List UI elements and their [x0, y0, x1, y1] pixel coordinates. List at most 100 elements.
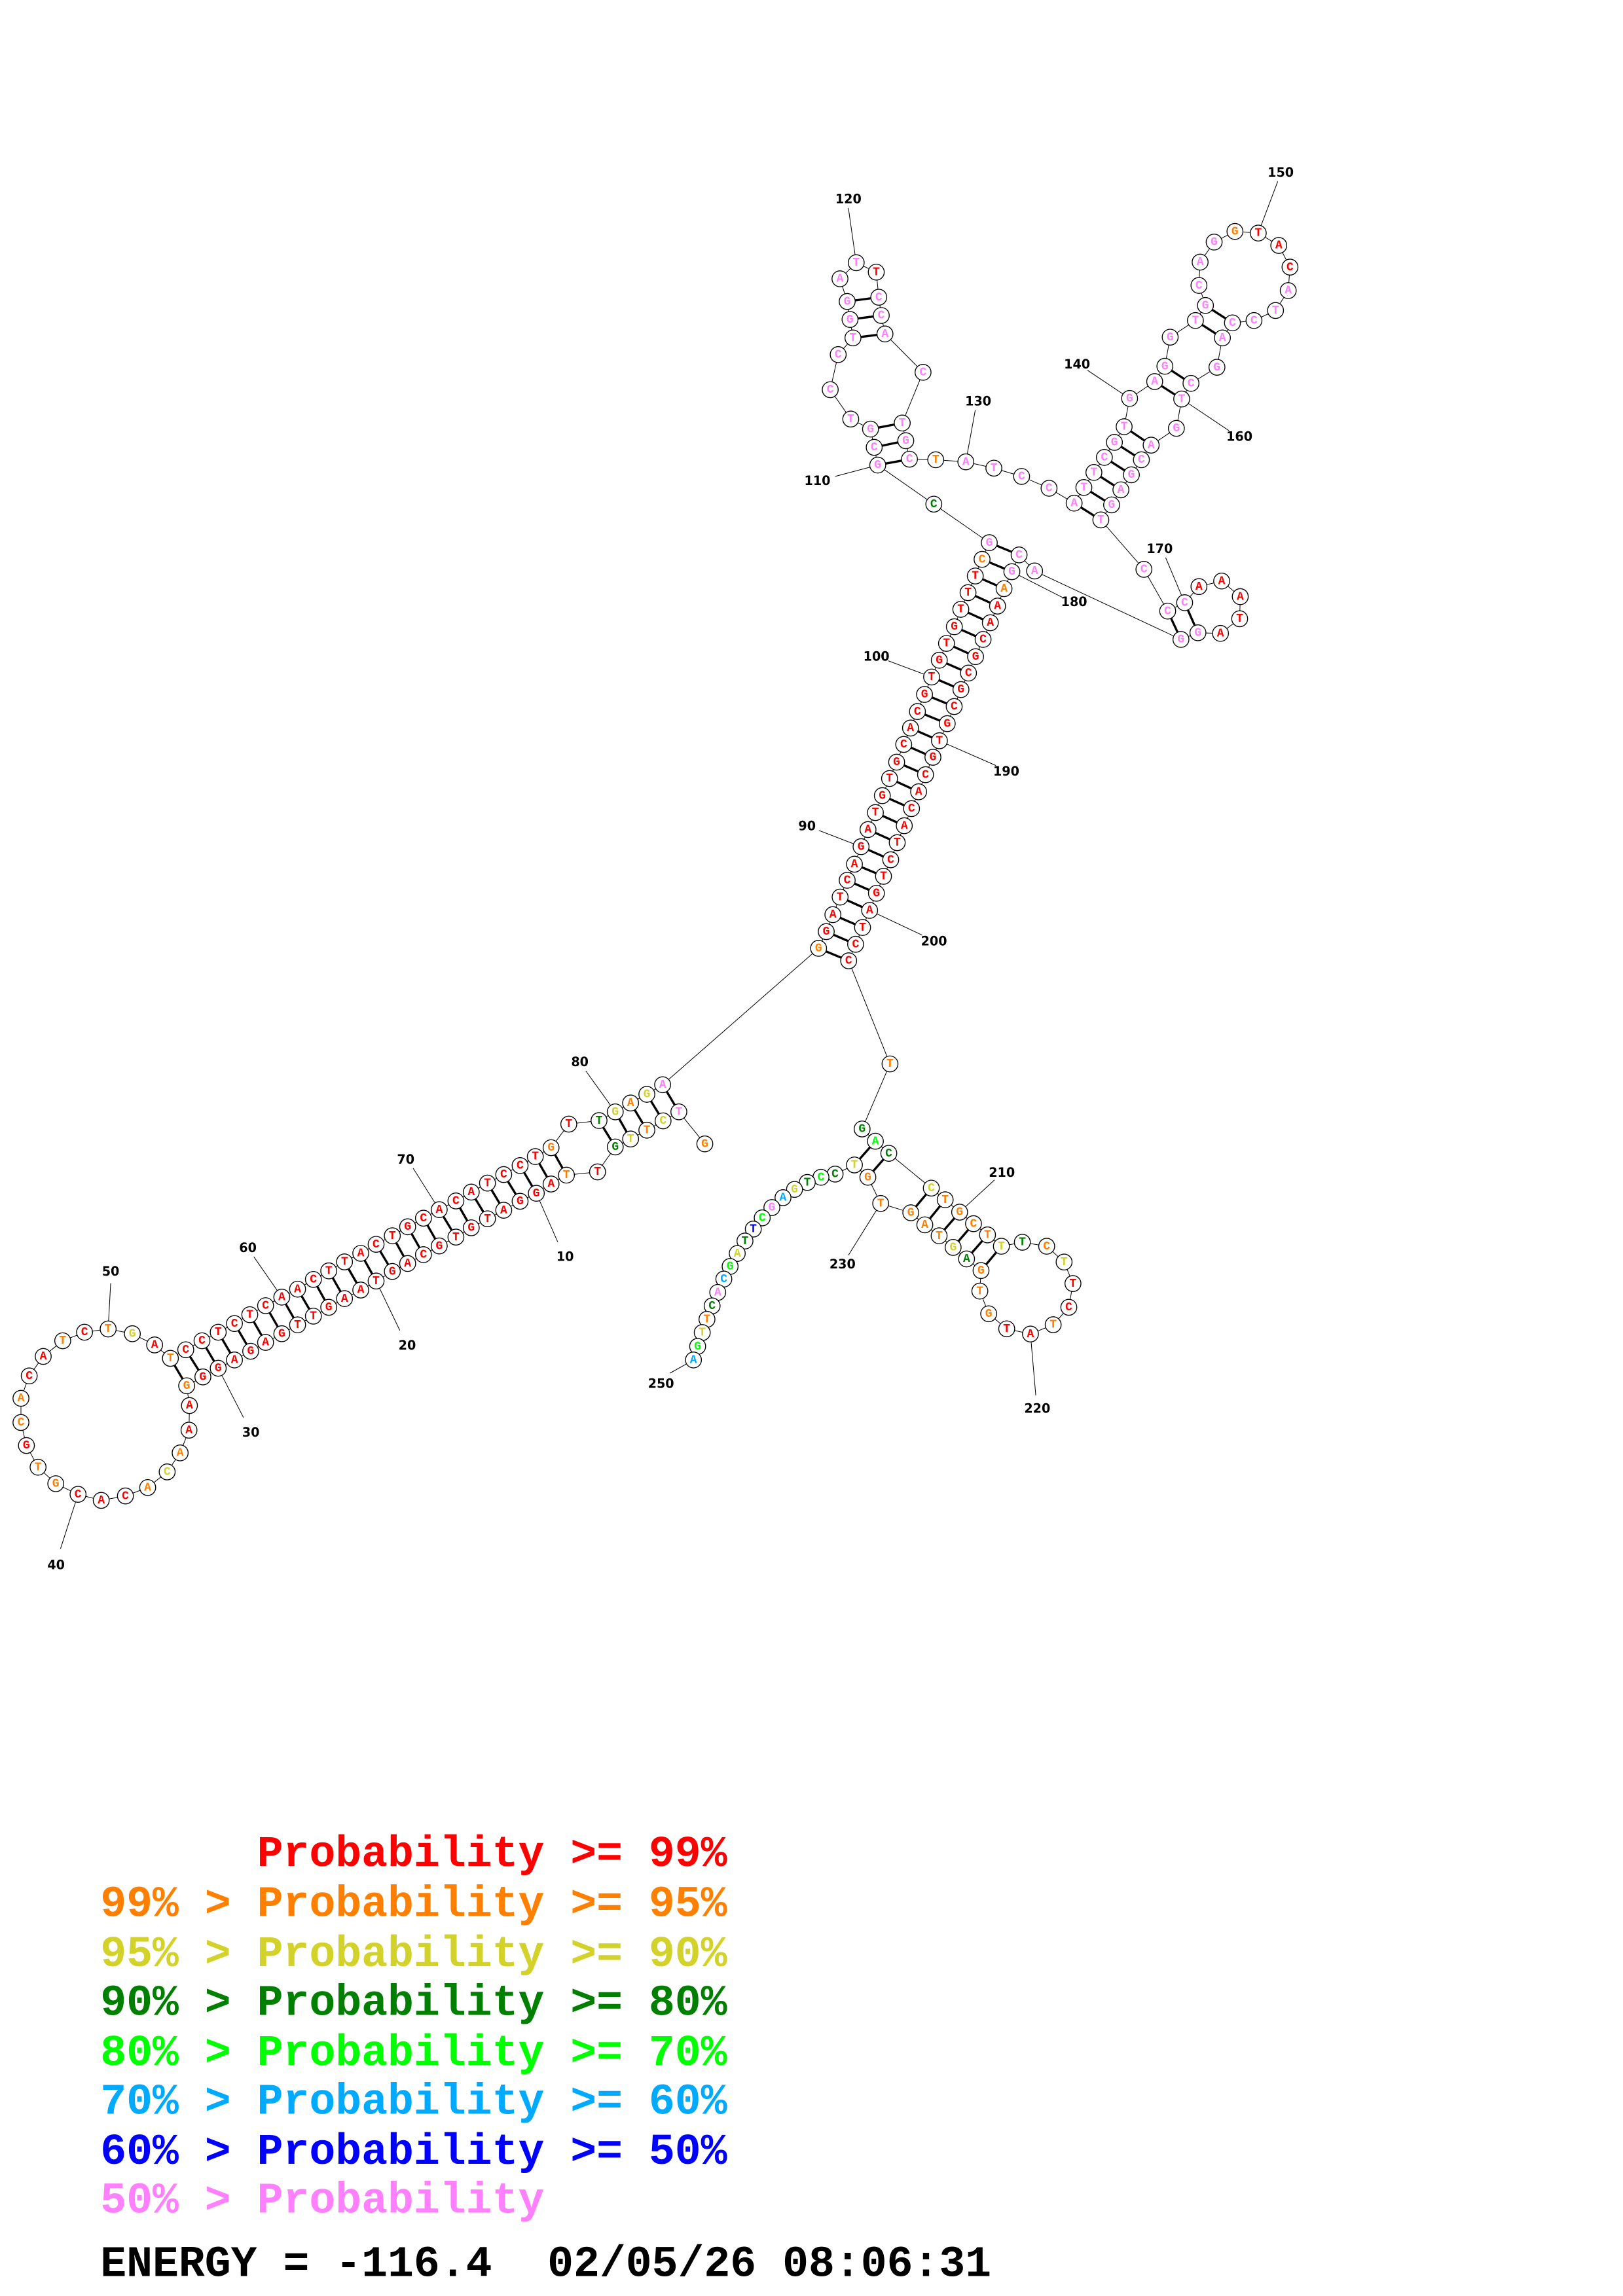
nucleotide: A — [910, 783, 927, 800]
position-label: 80 — [571, 1054, 589, 1069]
nucleotide-letter: C — [852, 938, 859, 951]
nucleotide-circle — [1146, 373, 1163, 390]
base-pair-line — [1201, 323, 1216, 335]
nucleotide-circle — [226, 1315, 243, 1333]
nucleotide-circle — [754, 1209, 771, 1227]
nucleotide: G — [952, 681, 970, 698]
nucleotide: C — [226, 1315, 243, 1333]
nucleotide: C — [414, 1246, 432, 1263]
nucleotide-letter: A — [185, 1424, 192, 1437]
base-pair-line — [331, 1277, 342, 1293]
nucleotide: T — [589, 1163, 606, 1181]
nucleotide: C — [880, 1145, 898, 1162]
position-label-line — [835, 467, 871, 477]
nucleotide-circle — [888, 834, 906, 852]
nucleotide: A — [336, 1290, 354, 1307]
base-pair-line — [839, 916, 856, 925]
nucleotide-circle — [867, 263, 885, 281]
position-label-line — [965, 1179, 995, 1208]
nucleotide-letter: A — [18, 1392, 25, 1405]
nucleotide-circle — [1121, 389, 1139, 407]
nucleotide-letter: G — [389, 1265, 396, 1278]
nucleotide-circle — [995, 580, 1013, 598]
nucleotide-circle — [1192, 253, 1209, 271]
base-pair-line — [284, 1303, 295, 1319]
nucleotide-letter: T — [886, 1058, 894, 1071]
nucleotide-letter: C — [75, 1488, 82, 1501]
nucleotide: A — [180, 1422, 198, 1439]
base-pair-line — [931, 696, 947, 705]
nucleotide-letter: A — [690, 1354, 697, 1367]
nucleotide-letter: T — [873, 266, 880, 279]
nucleotide-circle — [846, 855, 863, 873]
nucleotide-letter: C — [1250, 314, 1258, 327]
nucleotide-letter: T — [877, 1197, 884, 1210]
nucleotide-letter: C — [818, 1171, 825, 1184]
base-pair-line — [458, 1207, 469, 1222]
nucleotide-letter: C — [928, 1182, 935, 1195]
nucleotide-circle — [989, 598, 1006, 615]
nucleotide: G — [1197, 296, 1214, 314]
nucleotide-letter: G — [957, 683, 964, 696]
nucleotide-circle — [1176, 594, 1194, 611]
nucleotide: A — [1212, 624, 1230, 642]
nucleotide-circle — [431, 1201, 448, 1219]
nucleotide-circle — [100, 1320, 117, 1338]
nucleotide-letter: T — [976, 1285, 983, 1298]
nucleotide-circle — [923, 668, 940, 686]
nucleotide-circle — [431, 1237, 448, 1255]
nucleotide-letter: A — [872, 1135, 879, 1148]
nucleotide: A — [1142, 437, 1160, 454]
nucleotide-letter: A — [714, 1286, 721, 1299]
nucleotide: T — [320, 1262, 337, 1280]
nucleotide-circle — [1231, 588, 1249, 605]
nucleotide-letter: A — [467, 1186, 475, 1199]
position-label-lines — [60, 181, 1279, 1549]
nucleotide-circle — [242, 1342, 259, 1360]
nucleotide-circle — [1065, 494, 1083, 512]
base-pair-line — [1080, 506, 1095, 517]
nucleotide: C — [925, 495, 943, 513]
base-pair-line — [649, 1100, 660, 1115]
nucleotide-circle — [876, 325, 894, 343]
nucleotide-circle — [909, 703, 926, 720]
nucleotide: T — [959, 584, 977, 601]
nucleotide-letter: C — [930, 498, 938, 511]
nucleotide: G — [431, 1237, 448, 1255]
nucleotide-letter: A — [659, 1079, 666, 1092]
nucleotide-circle — [875, 868, 892, 885]
nucleotide-circle — [866, 439, 883, 456]
nucleotide-circle — [1142, 437, 1160, 454]
nucleotide-circle — [1167, 420, 1185, 437]
base-pair-line — [885, 459, 902, 465]
nucleotide-letter: G — [1202, 299, 1209, 312]
nucleotide-letter: A — [341, 1293, 348, 1306]
nucleotide: T — [693, 1324, 711, 1341]
nucleotide-letter: C — [914, 706, 921, 719]
nucleotide-letter: T — [886, 772, 893, 785]
nucleotide-circle — [859, 821, 877, 838]
nucleotide-circle — [854, 919, 871, 936]
nucleotide-letter: C — [835, 348, 842, 361]
position-label-line — [1030, 1342, 1036, 1395]
nucleotide-circle — [399, 1255, 416, 1272]
nucleotide: T — [971, 1282, 989, 1300]
legend-row-8: 50% > Probability — [100, 2176, 544, 2225]
nucleotide-letter: C — [871, 441, 878, 454]
nucleotide-circle — [1156, 357, 1174, 375]
nucleotide-letter: T — [936, 734, 943, 747]
nucleotide-circle — [1279, 282, 1297, 299]
position-label: 230 — [830, 1257, 856, 1272]
nucleotide-letter: T — [1019, 1236, 1026, 1249]
nucleotide-letter: T — [1254, 227, 1262, 240]
base-pair-line — [858, 1146, 871, 1160]
nucleotide-letter: C — [900, 738, 907, 751]
nucleotide: G — [696, 1135, 714, 1153]
base-pair-line — [896, 780, 912, 790]
nucleotide: C — [367, 1236, 385, 1253]
base-pair-line — [474, 1198, 484, 1213]
nucleotide-circle — [414, 1210, 432, 1227]
nucleotide-circle — [831, 888, 849, 906]
nucleotide-circle — [922, 1179, 940, 1197]
nucleotide-circle — [1172, 631, 1190, 648]
